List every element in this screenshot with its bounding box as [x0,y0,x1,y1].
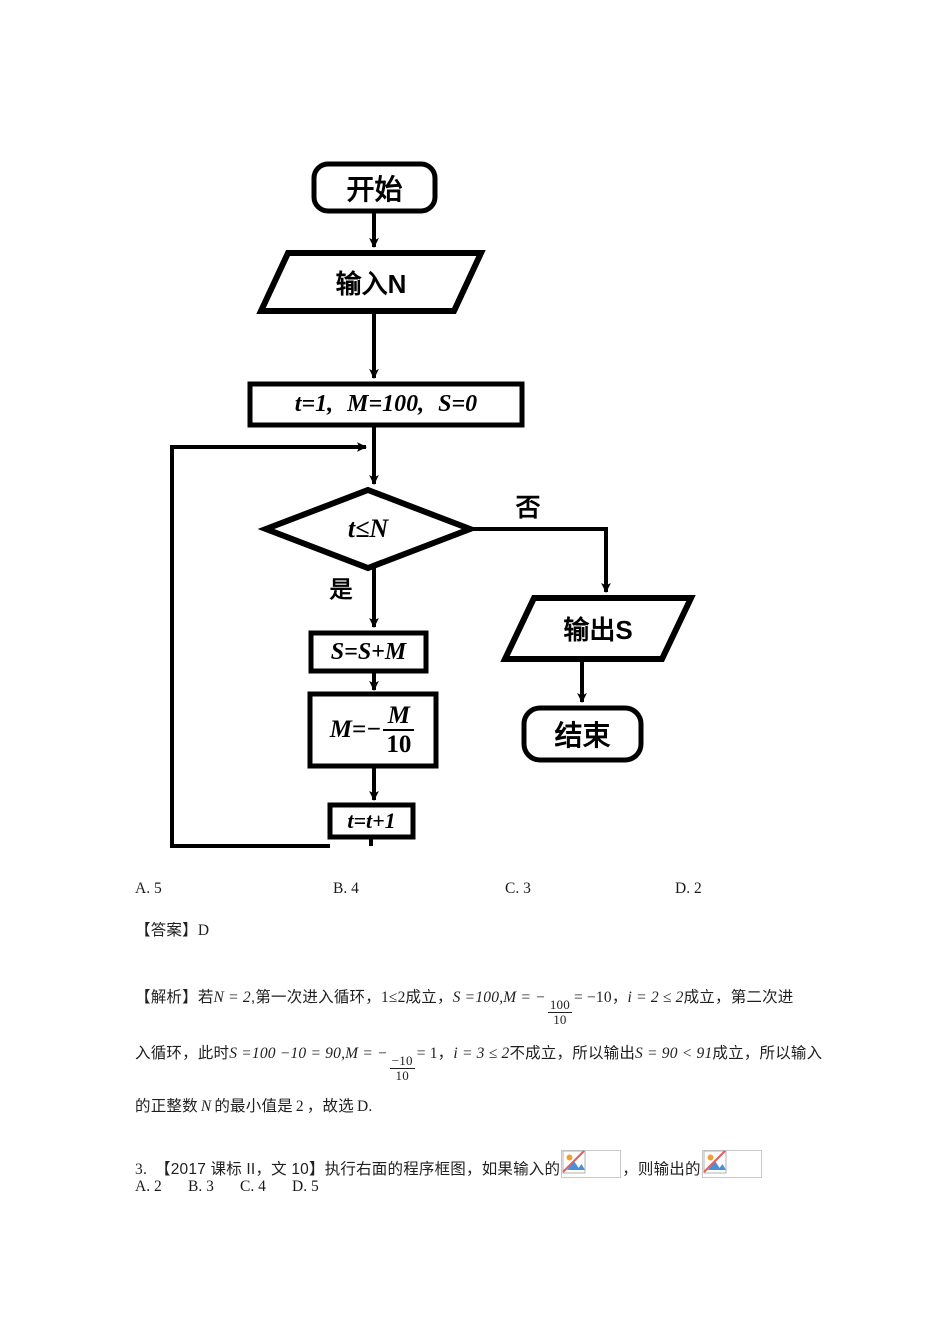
flow-node-init: t=1, M=100, S=0 [250,384,522,425]
q2-option-d-key: D. [675,880,691,897]
flow-init-t: t=1, [294,391,334,417]
a1-math4: = −10 [573,989,612,1006]
q2-option-a[interactable]: A. 5 [135,880,162,898]
flow-node-output: 输出S [505,598,691,659]
a1-frac-num: 100 [549,997,570,1013]
q3-option-c-value: 4 [258,1178,266,1195]
a1-seg3: 成立， [405,989,453,1006]
q3-option-d-key: D. [292,1178,308,1195]
q3-option-a-value: 2 [153,1178,162,1195]
q3-option-a-key: A. [135,1178,151,1195]
a2-math1: S =100 −10 = 90,M = − [229,1045,388,1062]
a1-math1: N = 2 [213,989,251,1006]
a1-math2: 1≤2 [380,989,406,1006]
a1-seg4: ， [611,989,628,1006]
a2-seg4: 成立，所以输入 [712,1045,823,1062]
a2-seg2: ， [437,1045,454,1062]
flow-init-s: S=0 [438,391,478,417]
answer-value: D [197,922,210,939]
q3-option-c[interactable]: C. 4 [240,1178,266,1196]
q2-option-c[interactable]: C. 3 [505,880,531,898]
q2-option-b-key: B. [333,880,348,897]
q2-option-a-value: 5 [153,880,162,897]
flow-node-process-m: M=− M 10 [310,694,436,766]
flow-node-output-text: 输出S [563,615,633,645]
fraction-bar [547,1011,572,1013]
answer-label: 【答案】 [135,922,198,939]
flow-node-start: 开始 [346,173,403,205]
a3-seg2: 的最小值是 [214,1098,293,1115]
q3-option-d-value: 5 [310,1178,319,1195]
q3-option-b-key: B. [188,1178,203,1195]
q3-option-d[interactable]: D. 5 [292,1178,319,1196]
flow-branch-label-yes: 是 [329,576,353,602]
a3-choice: D. [356,1098,373,1115]
flow-node-input-text: 输入N [335,268,407,299]
a2-seg3: 不成立，所以输出 [509,1045,636,1062]
a3-seg1: 的正整数 [135,1098,198,1115]
a1-seg5: 成立，第二次进 [683,989,794,1006]
q3-option-a[interactable]: A. 2 [135,1178,162,1196]
q2-option-b[interactable]: B. 4 [333,880,359,898]
question2-answer: 【答案】D [135,918,209,940]
flow-node-decision: t≤N [347,514,389,543]
flow-init-m: M=100, [347,391,425,417]
a1-math3: S =100,M = − [452,989,546,1006]
q3-option-c-key: C. [240,1178,255,1195]
q2-option-c-key: C. [505,880,520,897]
flow-node-process-s: S=S+M [330,638,407,665]
a1-math5: i = 2 ≤ 2 [627,989,684,1006]
flow-node-increment: t=t+1 [347,808,396,833]
q3-stem-part1: 执行右面的程序框图，如果输入的 [324,1161,561,1178]
fraction-bar [383,729,415,731]
question3-stem: 3. 【2017 课标 II，文 10】执行右面的程序框图，如果输入的 ，则输出的 [135,1150,763,1179]
q3-stem-part2: ，则输出的 [622,1161,701,1178]
q2-option-c-value: 3 [523,880,531,897]
broken-image-icon[interactable] [561,1150,622,1178]
a1-seg2: ,第一次进入循环， [250,989,381,1006]
flow-process-m-lhs: M=− [329,716,382,743]
a2-seg1: 入循环，此时 [135,1045,230,1062]
a3-num: 2 [295,1098,304,1115]
flow-process-m-denominator: 10 [386,731,412,758]
flowchart-shapes [170,161,696,848]
a3-seg3: ，故选 [306,1098,354,1115]
q3-number: 3. [135,1161,148,1178]
q3-option-b-value: 3 [206,1178,214,1195]
q2-option-a-key: A. [135,880,151,897]
analysis-line-1: 【解析】若N = 2,第一次进入循环，1≤2成立，S =100,M = −100… [135,985,794,1026]
question3-options: A. 2 B. 3 C. 4 D. 5 [0,1178,950,1204]
analysis-label: 【解析】 [135,989,198,1006]
q3-option-b[interactable]: B. 3 [188,1178,214,1196]
fraction-bar [389,1067,415,1069]
question2-options: A. 5 B. 4 C. 3 D. 2 [0,880,950,906]
a1-seg1: 若 [197,989,214,1006]
a2-frac-den: 10 [395,1067,409,1083]
a3-math1: N [200,1098,212,1115]
a1-frac-den: 10 [553,1011,567,1027]
flowchart-diagram: 开始 输入N t=1, M=100, S=0 t≤N 是 否 S=S+M M=−… [170,161,696,848]
a2-frac-num: −10 [391,1053,413,1069]
flow-node-end: 结束 [554,720,611,751]
a2-math3: i = 3 ≤ 2 [453,1045,510,1062]
flow-process-m-fraction: M 10 [383,702,415,758]
flow-node-input: 输入N [261,253,481,311]
q2-option-d[interactable]: D. 2 [675,880,702,898]
flow-process-m-numerator: M [387,702,410,729]
broken-image-icon[interactable] [701,1150,762,1178]
flow-branch-label-no: 否 [515,494,541,522]
a2-math2: = 1 [416,1045,438,1062]
q3-source: 【2017 课标 II，文 10】 [155,1161,325,1178]
a2-math4: S = 90 < 91 [635,1045,713,1062]
q2-option-d-value: 2 [693,880,702,897]
q2-option-b-value: 4 [351,880,359,897]
